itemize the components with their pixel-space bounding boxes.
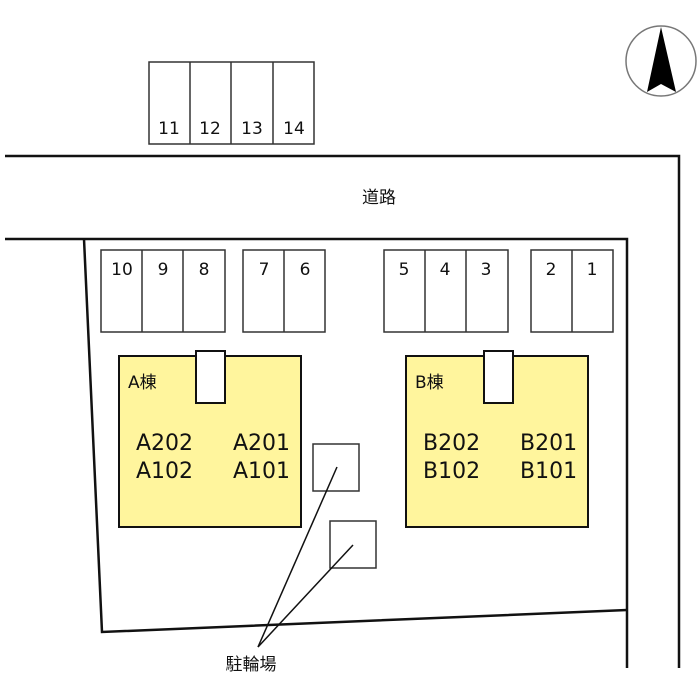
parking-space-6: 6	[300, 260, 311, 280]
parking-space-8: 8	[199, 260, 210, 280]
parking-space-9: 9	[158, 260, 169, 280]
lot-parking	[100, 249, 614, 333]
lot-parking-labels: 10 9 8 7 6 5 4 3 2 1	[111, 260, 597, 280]
north-arrow-icon	[625, 25, 697, 97]
parking-space-4: 4	[440, 260, 451, 280]
bike-parking	[257, 443, 377, 648]
parking-space-11: 11	[158, 119, 180, 139]
unit-a101: A101	[233, 459, 290, 484]
building-b-name: B棟	[415, 373, 444, 393]
building-a: A棟 A202 A201 A102 A101	[118, 350, 302, 528]
parking-space-10: 10	[111, 260, 133, 280]
unit-b201: B201	[520, 431, 577, 456]
road	[5, 154, 681, 668]
unit-a102: A102	[136, 459, 193, 484]
unit-b202: B202	[423, 431, 480, 456]
building-b: B棟 B202 B201 B102 B101	[405, 350, 589, 528]
road-label: 道路	[362, 188, 396, 208]
lot-boundary	[82, 238, 628, 634]
parking-space-3: 3	[481, 260, 492, 280]
unit-b101: B101	[520, 459, 577, 484]
unit-a202: A202	[136, 431, 193, 456]
parking-space-1: 1	[587, 260, 598, 280]
building-a-name: A棟	[128, 373, 157, 393]
parking-space-14: 14	[283, 119, 305, 139]
unit-b102: B102	[423, 459, 480, 484]
unit-a201: A201	[233, 431, 290, 456]
parking-space-13: 13	[241, 119, 263, 139]
top-parking: 11 12 13 14	[148, 61, 315, 145]
parking-space-7: 7	[259, 260, 270, 280]
parking-space-12: 12	[199, 119, 221, 139]
parking-space-5: 5	[399, 260, 410, 280]
parking-space-2: 2	[546, 260, 557, 280]
bike-parking-label: 駐輪場	[226, 655, 277, 675]
